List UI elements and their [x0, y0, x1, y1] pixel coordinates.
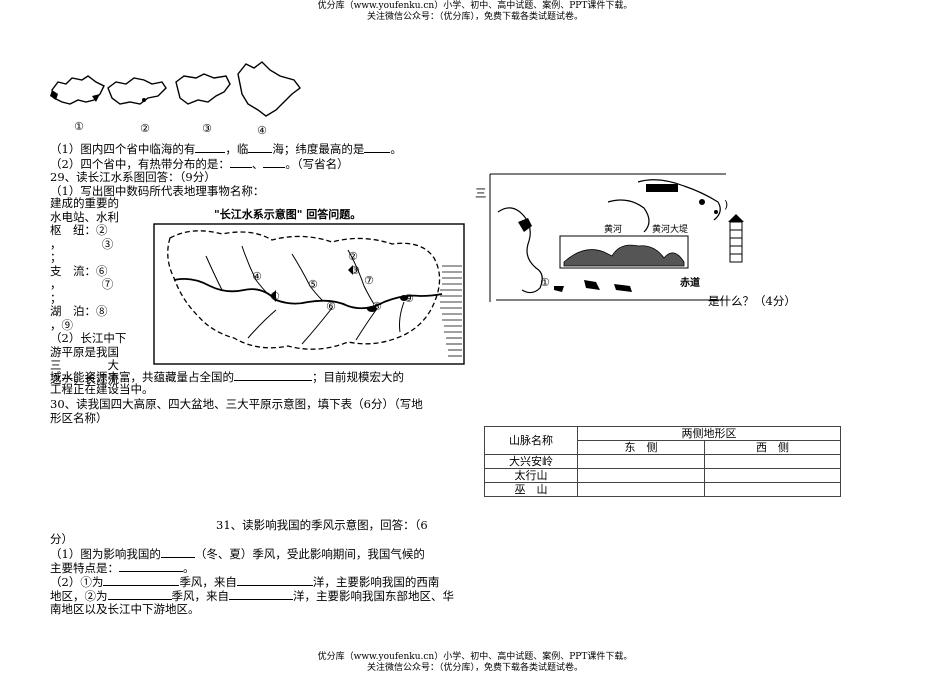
answer-blank[interactable] [234, 369, 312, 381]
table-cell-mountain: 大兴安岭 [484, 454, 578, 469]
map-label: ① [270, 290, 280, 303]
page-header-line1: 优分库（www.youfenku.cn）小学、初中、高中试题、案例、PPT课件下… [317, 1, 633, 11]
q29-part2-cont: 域水能资源丰富，共蕴藏量占全国的；目前规模宏大的 [50, 369, 404, 384]
answer-blank[interactable] [236, 574, 313, 586]
page-header-line2: 关注微信公众号：（优分库），免费下载各类试题试卷。 [366, 12, 583, 22]
map-label: ② [348, 250, 358, 263]
answer-blank[interactable] [160, 546, 195, 558]
table-header-east: 东 侧 [577, 440, 705, 455]
province-label: ③ [202, 122, 212, 135]
page-footer-line2: 关注微信公众号：（优分库），免费下载各类试题试卷。 [366, 663, 583, 673]
q30-line1: 30、读我国四大高原、四大盆地、三大平原示意图，填下表（6分）（写地 [50, 397, 423, 411]
table-row: 巫 山 [484, 482, 841, 497]
right-question-tail: 是什么？（4分） [708, 294, 796, 308]
map-label: ⑧ [372, 300, 382, 313]
provinces-outline-map: ① ② ③ ④ [50, 61, 301, 137]
section-label: 三 [475, 186, 487, 200]
q29-part2-end: 工程正在建设当中。 [50, 382, 154, 396]
q31-part2-end: 南地区以及长江中下游地区。 [50, 602, 200, 616]
table-header-sides: 两侧地形区 [577, 426, 841, 441]
answer-blank[interactable] [248, 141, 273, 153]
table-cell-mountain: 太行山 [484, 468, 578, 483]
q31-part1-cont: 主要特点是：。 [50, 560, 195, 575]
answer-blank[interactable] [229, 156, 252, 168]
table-cell-west[interactable] [704, 468, 841, 483]
map-label: ④ [252, 270, 262, 283]
map-label-circle1: ① [540, 276, 550, 289]
answer-blank[interactable] [229, 588, 293, 600]
table-cell-mountain: 巫 山 [484, 482, 578, 497]
map-label: ③ [350, 264, 360, 277]
map-label-equator: 赤道 [680, 276, 700, 289]
table-cell-east[interactable] [577, 468, 705, 483]
map-label: ⑦ [364, 274, 374, 287]
table-row: 大兴安岭 [484, 454, 841, 469]
q31-part2: （2）①为季风，来自洋，主要影响我国的西南 [50, 574, 440, 589]
table-cell-west[interactable] [704, 454, 841, 469]
q29-part1: （1）写出图中数码所代表地理事物名称： [50, 184, 265, 198]
q29-answer-lines: 建成的重要的 水电站、水利 枢 纽：② ， ③ ； 支 流：⑥ ， ⑦ ； 湖 … [50, 196, 127, 386]
table-row: 太行山 [484, 468, 841, 483]
q28-part1: （1）图内四个省中临海的有，临海；纬度最高的是。 [50, 141, 402, 156]
map-label-yellow-river: 黄河 [604, 223, 622, 235]
yangtze-river-map: "长江水系示意图" 回答问题。 ① ② ③ ④ ⑤ ⑥ ⑦ ⑧ ⑨ [153, 207, 465, 365]
q31-line2: 分） [50, 532, 73, 546]
q29-title: 29、读长江水系图回答：（9分） [50, 170, 216, 184]
answer-blank[interactable] [364, 141, 391, 153]
table-cell-west[interactable] [704, 482, 841, 497]
page-footer-line1: 优分库（www.youfenku.cn）小学、初中、高中试题、案例、PPT课件下… [317, 652, 633, 662]
answer-blank[interactable] [263, 156, 286, 168]
answer-blank[interactable] [107, 588, 172, 600]
answer-blank[interactable] [103, 574, 180, 586]
q31-part1: （1）图为影响我国的（冬、夏）季风，受此影响期间，我国气候的 [50, 546, 425, 561]
q30-line2: 形区名称） [50, 411, 108, 425]
province-label: ② [140, 122, 150, 135]
paren-mark: ) [724, 198, 728, 211]
map-label: ⑥ [326, 300, 336, 313]
mountain-table: 山脉名称 两侧地形区 东 侧 西 侧 大兴安岭 太行山 巫 山 [484, 426, 841, 497]
table-cell-east[interactable] [577, 482, 705, 497]
q31-part2-cont: 地区，②为季风，来自洋，主要影响我国东部地区、华 [50, 588, 454, 603]
province-label: ① [74, 120, 84, 133]
answer-blank[interactable] [195, 141, 226, 153]
map-label: ⑨ [404, 292, 414, 305]
map-title: "长江水系示意图" 回答问题。 [214, 207, 361, 221]
map-label: ⑤ [308, 278, 318, 291]
monsoon-map: 黄河 黄河大堤 ① 赤道 ) [489, 173, 744, 302]
province-label: ④ [257, 124, 267, 137]
q28-part2: （2）四个省中，有热带分布的是：、。（写省名） [50, 156, 349, 171]
map-label-embankment: 黄河大堤 [652, 223, 688, 235]
table-cell-east[interactable] [577, 454, 705, 469]
table-header-mountain: 山脉名称 [484, 426, 578, 455]
table-header-west: 西 侧 [704, 440, 841, 455]
answer-blank[interactable] [119, 560, 183, 572]
q31-line1: 31、读影响我国的季风示意图，回答：（6 [216, 518, 428, 532]
